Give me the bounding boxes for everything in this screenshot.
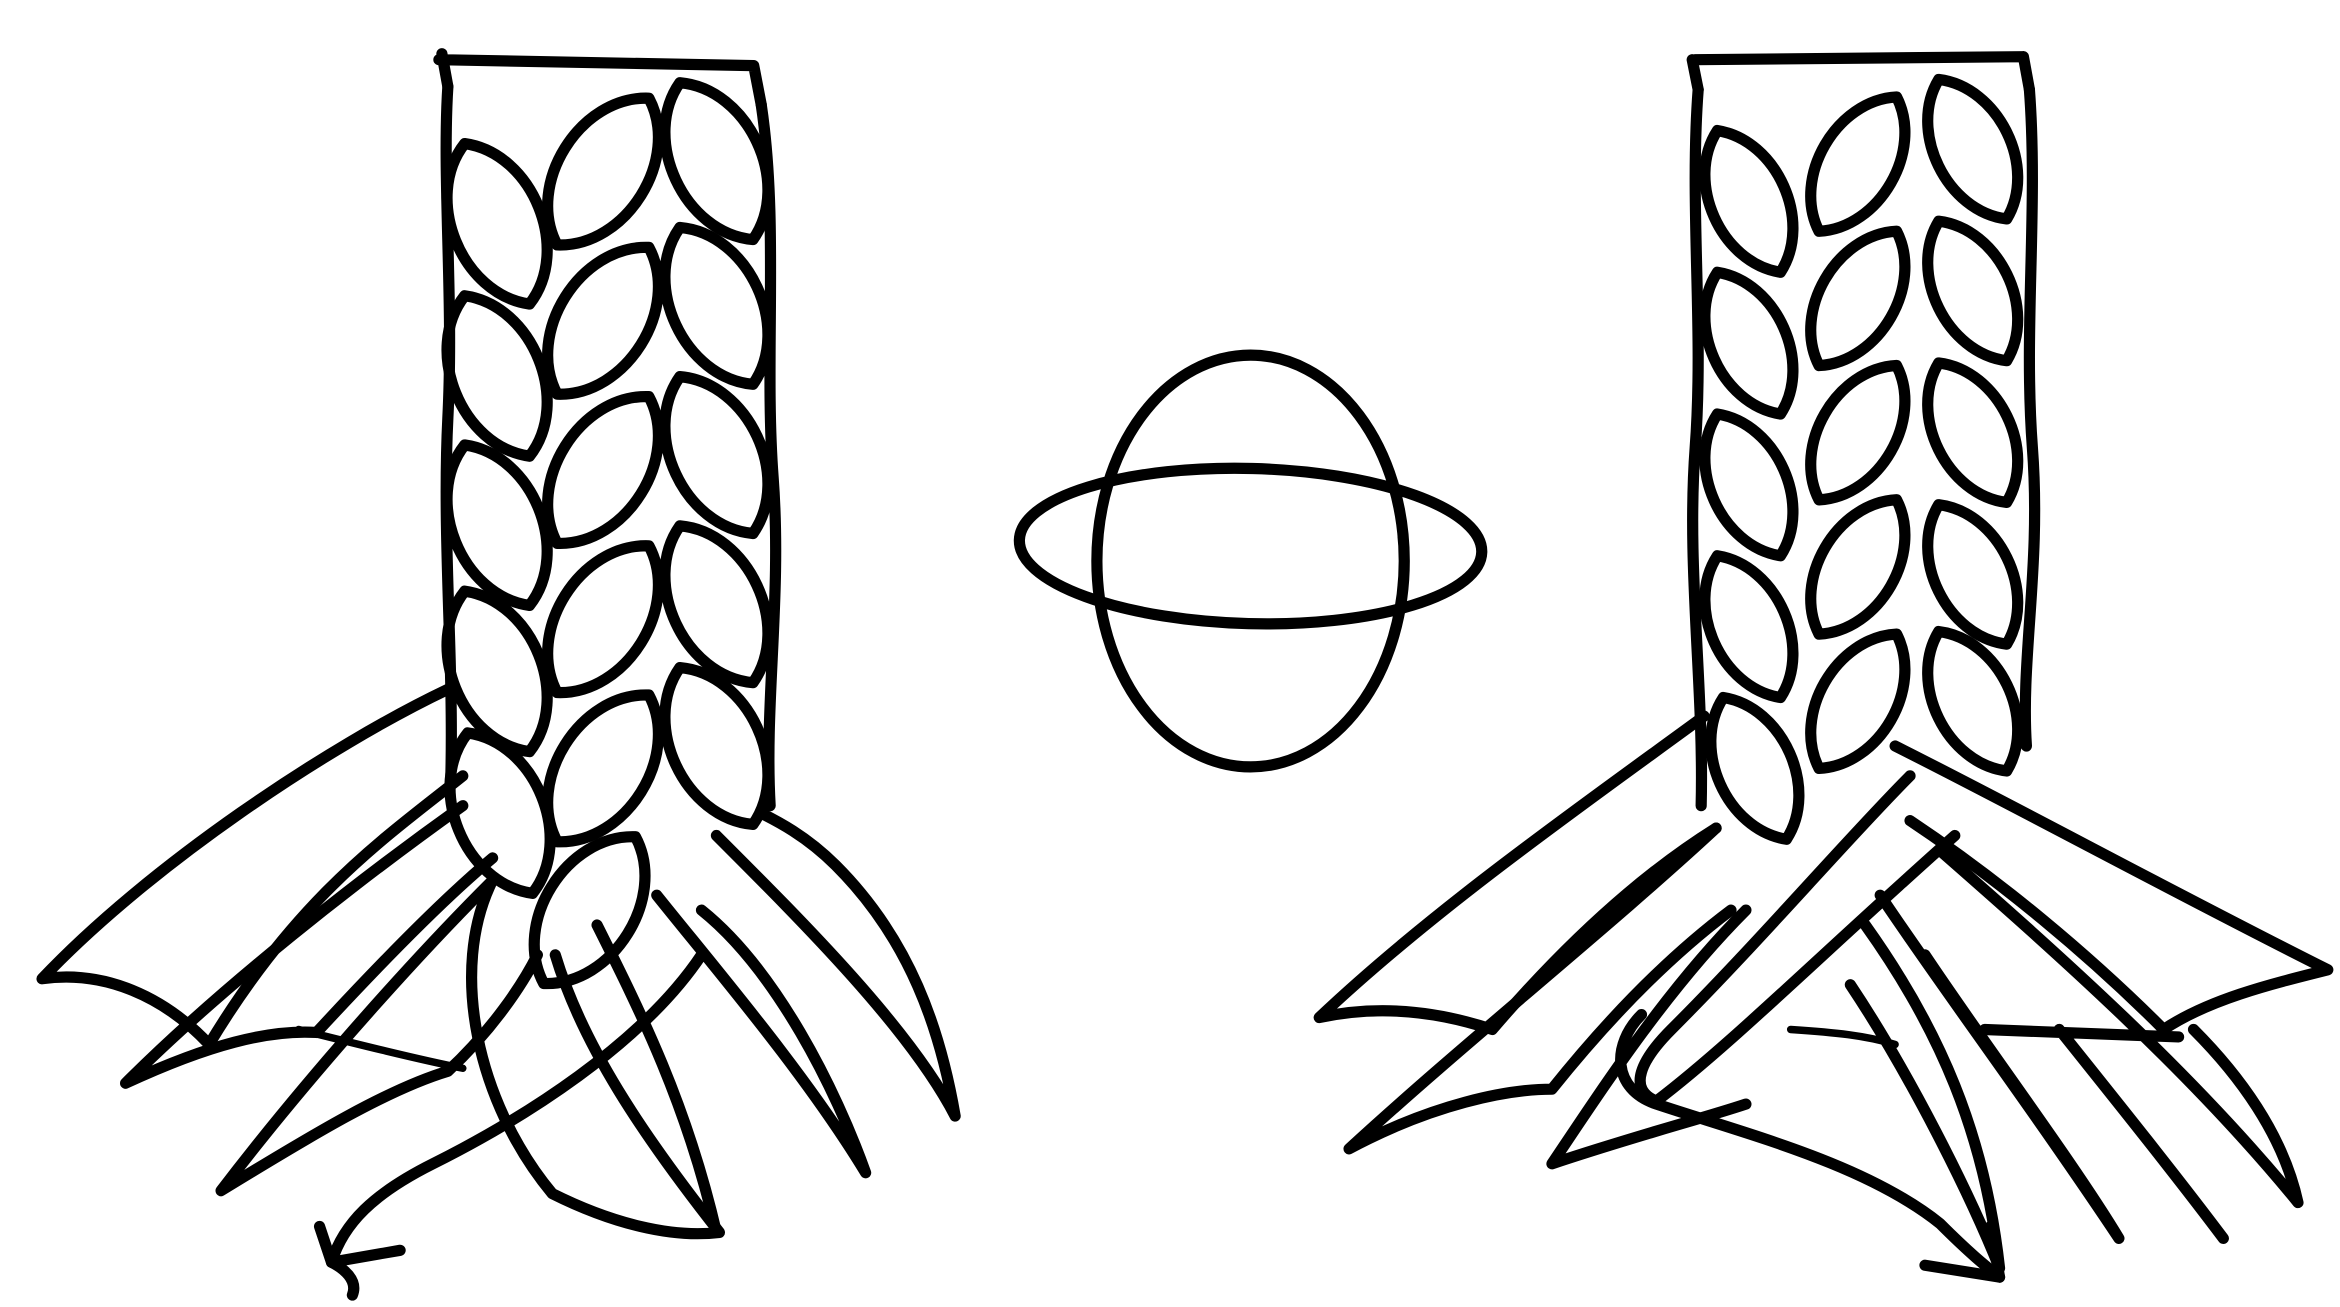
right-braid (1319, 57, 2328, 1277)
right-braid-right-column (1904, 63, 2040, 788)
right-braid-center-column (1786, 78, 1929, 788)
right-braid-top-band (1692, 57, 2029, 90)
left-braid-loose-ends (42, 689, 955, 1295)
cross-section-vertical-ellipse (1097, 355, 1404, 767)
left-braid (42, 54, 955, 1295)
left-braid-center-column (506, 74, 687, 1007)
cross-section (1017, 355, 1483, 767)
right-braid-loose-ends (1319, 716, 2328, 1277)
cross-section-horizontal-ellipse (1017, 462, 1483, 629)
